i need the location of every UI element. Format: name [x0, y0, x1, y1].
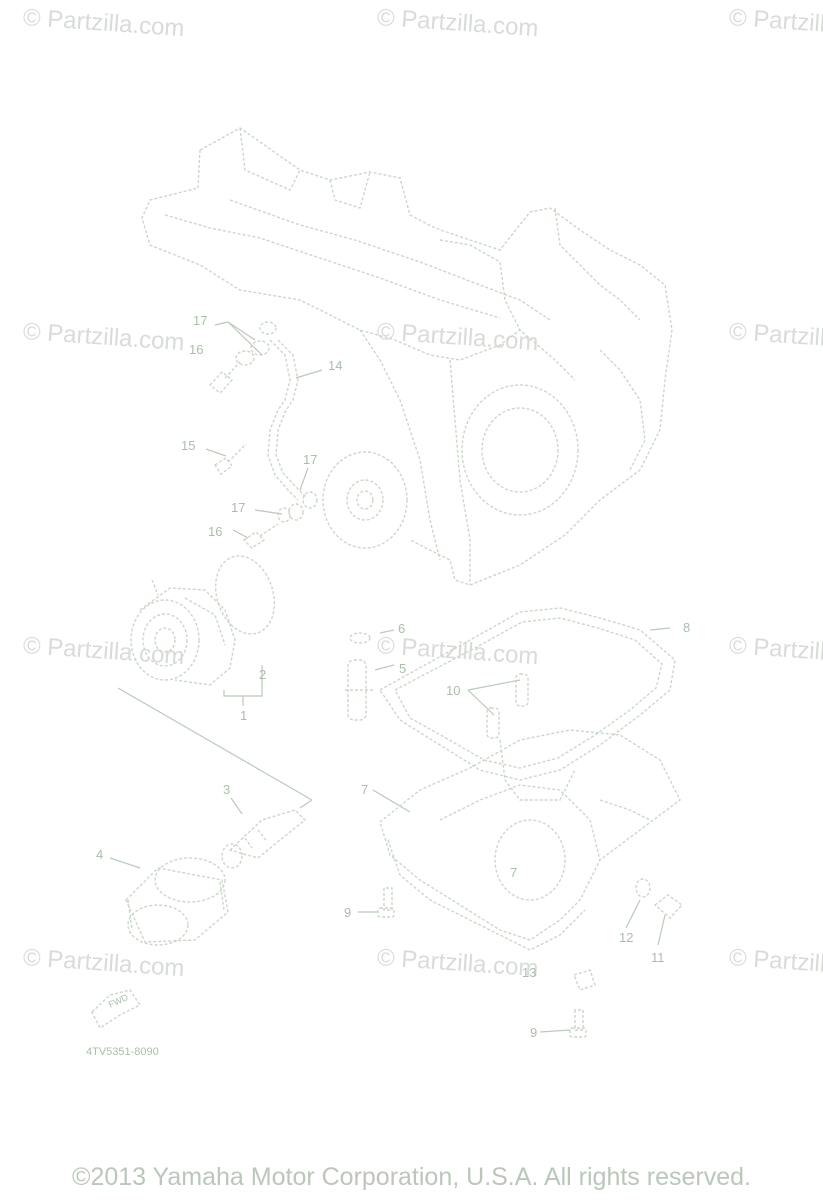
- clip: [573, 969, 596, 991]
- callout-label: 16: [189, 342, 204, 357]
- callout-label: 3: [223, 782, 231, 797]
- union-bolt-3: [221, 809, 307, 869]
- gasket-washer: [635, 878, 651, 898]
- callout-label: 2: [259, 667, 267, 682]
- callout-label: 17: [303, 452, 318, 467]
- callout-label: 10: [446, 683, 461, 698]
- callout-label: 5: [399, 661, 407, 676]
- callout-label: 17: [193, 313, 208, 328]
- oil-pipe-5: [345, 632, 375, 721]
- callout-label: 9: [344, 905, 352, 920]
- diagram-code: 4TV5351-8090: [86, 1046, 159, 1058]
- callout-label: 17: [231, 500, 246, 515]
- dowel-pins: [486, 673, 529, 739]
- callout-label: 11: [651, 950, 665, 965]
- leader-lines: [109, 321, 671, 1033]
- gasket: [378, 607, 676, 781]
- callout-label: 6: [398, 621, 406, 636]
- callout-label: 8: [683, 620, 691, 635]
- callout-label: 13: [522, 965, 537, 980]
- o-ring: [214, 555, 276, 635]
- callout-label: 4: [96, 847, 104, 862]
- callout-label: 15: [181, 438, 196, 453]
- callout-label: 12: [619, 930, 634, 945]
- oil-cooler: [130, 579, 236, 686]
- bolts-9: [377, 887, 587, 1038]
- engine-block: [141, 127, 673, 586]
- copyright-notice: ©2013 Yamaha Motor Corporation, U.S.A. A…: [72, 1163, 751, 1191]
- oil-pan: [379, 729, 681, 951]
- union-bolts: [208, 361, 279, 549]
- oil-pipe: [235, 321, 318, 523]
- callout-label: 9: [530, 1025, 538, 1040]
- oil-filter: [125, 857, 229, 946]
- drain-bolt: [653, 894, 684, 919]
- callout-label: 7: [361, 782, 369, 797]
- callout-label: 14: [328, 358, 343, 373]
- callout-label: 1: [240, 708, 248, 723]
- callout-label: 16: [208, 524, 223, 539]
- callout-label: 7: [510, 865, 518, 880]
